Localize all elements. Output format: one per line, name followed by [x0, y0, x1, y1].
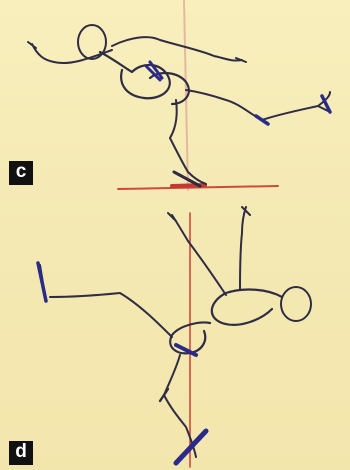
- support-leg-sketch: [164, 355, 196, 457]
- panel-d: d: [0, 205, 350, 470]
- support-foot-ink: [176, 431, 206, 463]
- running-figure-sketch-c: [0, 0, 350, 205]
- left-arm-sketch: [168, 213, 226, 295]
- panel-label-d: d: [9, 441, 33, 465]
- tumbling-figure-sketch-d: [0, 205, 350, 470]
- extended-foot-ink: [38, 263, 46, 301]
- extended-leg-sketch: [40, 265, 172, 337]
- forward-arm-sketch: [112, 37, 246, 62]
- trailing-foot-ink: [256, 96, 330, 124]
- right-arm-sketch: [240, 207, 250, 289]
- torso-sketch: [212, 290, 282, 325]
- head-sketch: [281, 287, 311, 321]
- panel-c: c: [0, 0, 350, 205]
- panel-label-c: c: [9, 161, 33, 185]
